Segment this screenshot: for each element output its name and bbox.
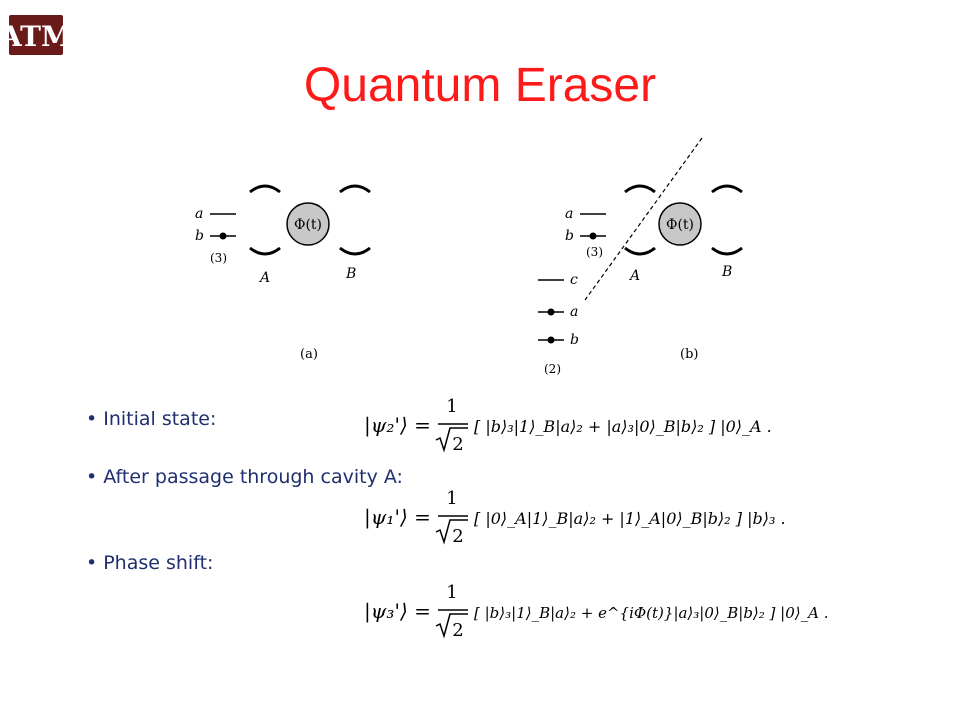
atom-dot-b — [589, 232, 597, 240]
bullet-marker: • — [86, 466, 98, 488]
panel-a-diagram: a b (3) Φ(t) A B (a) — [195, 184, 371, 362]
equation-after-passage: |ψ₁'⟩ = 1 2 [ |0⟩_A|1⟩_B|a⟩₂ + |1⟩_A|0⟩_… — [364, 488, 786, 547]
level-a-label-2: a — [570, 304, 578, 320]
atom-3-label-b: (3) — [586, 245, 603, 259]
atom-2-dot-a — [547, 308, 555, 316]
equation-phase-shift: |ψ₃'⟩ = 1 2 [ |b⟩₃|1⟩_B|a⟩₂ + e^{iΦ(t)}|… — [364, 582, 829, 641]
equation-initial-state: |ψ₂'⟩ = 1 2 [ |b⟩₃|1⟩_B|a⟩₂ + |a⟩₃|0⟩_B|… — [364, 396, 772, 455]
phi-label: Φ(t) — [294, 217, 322, 233]
cavity-a-mirror-bottom-b — [624, 246, 656, 256]
cavity-b-mirror-bottom — [339, 246, 371, 256]
equation-lhs: |ψ₃'⟩ = — [364, 599, 431, 624]
sqrt-symbol — [435, 519, 468, 545]
panel-a-label: (a) — [300, 347, 318, 362]
equation-body: [ |b⟩₃|1⟩_B|a⟩₂ + |a⟩₃|0⟩_B|b⟩₂ ] |0⟩_A … — [474, 417, 772, 436]
bullet-text: After passage through cavity A: — [103, 466, 403, 488]
cavity-b-label: B — [345, 266, 356, 282]
sqrt-symbol — [435, 613, 468, 639]
cavity-b-mirror-top — [339, 184, 371, 194]
fraction-denominator: 2 — [452, 526, 463, 547]
equation-lhs: |ψ₂'⟩ = — [364, 413, 431, 438]
bullet-phase-shift: •Phase shift: — [86, 552, 213, 574]
fraction-numerator: 1 — [446, 396, 457, 417]
phi-region — [286, 202, 330, 246]
phi-region-b — [658, 202, 702, 246]
cavity-a-mirror-bottom — [249, 246, 281, 256]
atm-logo: ATM — [0, 15, 72, 55]
equation-body: [ |0⟩_A|1⟩_B|a⟩₂ + |1⟩_A|0⟩_B|b⟩₂ ] |b⟩₃… — [474, 509, 786, 528]
fraction-numerator: 1 — [446, 488, 457, 509]
level-c-label: c — [570, 272, 578, 288]
atom-2-label: (2) — [544, 362, 561, 376]
cavity-b-label-b: B — [721, 264, 732, 280]
phi-label-b: Φ(t) — [666, 217, 694, 233]
level-b-label-b: b — [565, 228, 574, 244]
sqrt-symbol — [435, 427, 468, 453]
atom-3-label: (3) — [210, 251, 227, 265]
cavity-a-label-b: A — [628, 268, 640, 284]
bullet-marker: • — [86, 552, 98, 574]
slide-title: Quantum Eraser — [303, 59, 657, 112]
level-a-label-b: a — [565, 206, 573, 222]
cavity-b-mirror-bottom-b — [711, 246, 743, 256]
fraction-denominator: 2 — [452, 620, 463, 641]
atom-dot — [219, 232, 227, 240]
cavity-a-label: A — [258, 270, 270, 286]
logo-text: ATM — [0, 20, 72, 53]
cavity-a-mirror-top — [249, 184, 281, 194]
panel-b-diagram: a b (3) Φ(t) A B c a b (2) (b) — [538, 137, 743, 376]
eraser-dashed-line — [584, 137, 703, 301]
bullet-marker: • — [86, 408, 98, 430]
equation-body: [ |b⟩₃|1⟩_B|a⟩₂ + e^{iΦ(t)}|a⟩₃|0⟩_B|b⟩₂… — [474, 604, 829, 622]
level-a-label: a — [195, 206, 203, 222]
bullet-after-passage: •After passage through cavity A: — [86, 466, 403, 488]
fraction-numerator: 1 — [446, 582, 457, 603]
bullet-text: Phase shift: — [103, 552, 214, 574]
atom-2-dot-b — [547, 336, 555, 344]
equation-lhs: |ψ₁'⟩ = — [364, 505, 431, 530]
cavity-a-mirror-top-b — [624, 184, 656, 194]
quantum-eraser-diagram: a b (3) Φ(t) A B (a) a b (3) Φ(t) A B c — [195, 137, 743, 376]
cavity-b-mirror-top-b — [711, 184, 743, 194]
fraction-denominator: 2 — [452, 434, 463, 455]
bullet-initial-state: •Initial state: — [86, 408, 216, 430]
level-b-label-2: b — [570, 332, 579, 348]
level-b-label: b — [195, 228, 204, 244]
bullet-text: Initial state: — [103, 408, 217, 430]
panel-b-label: (b) — [680, 347, 698, 362]
